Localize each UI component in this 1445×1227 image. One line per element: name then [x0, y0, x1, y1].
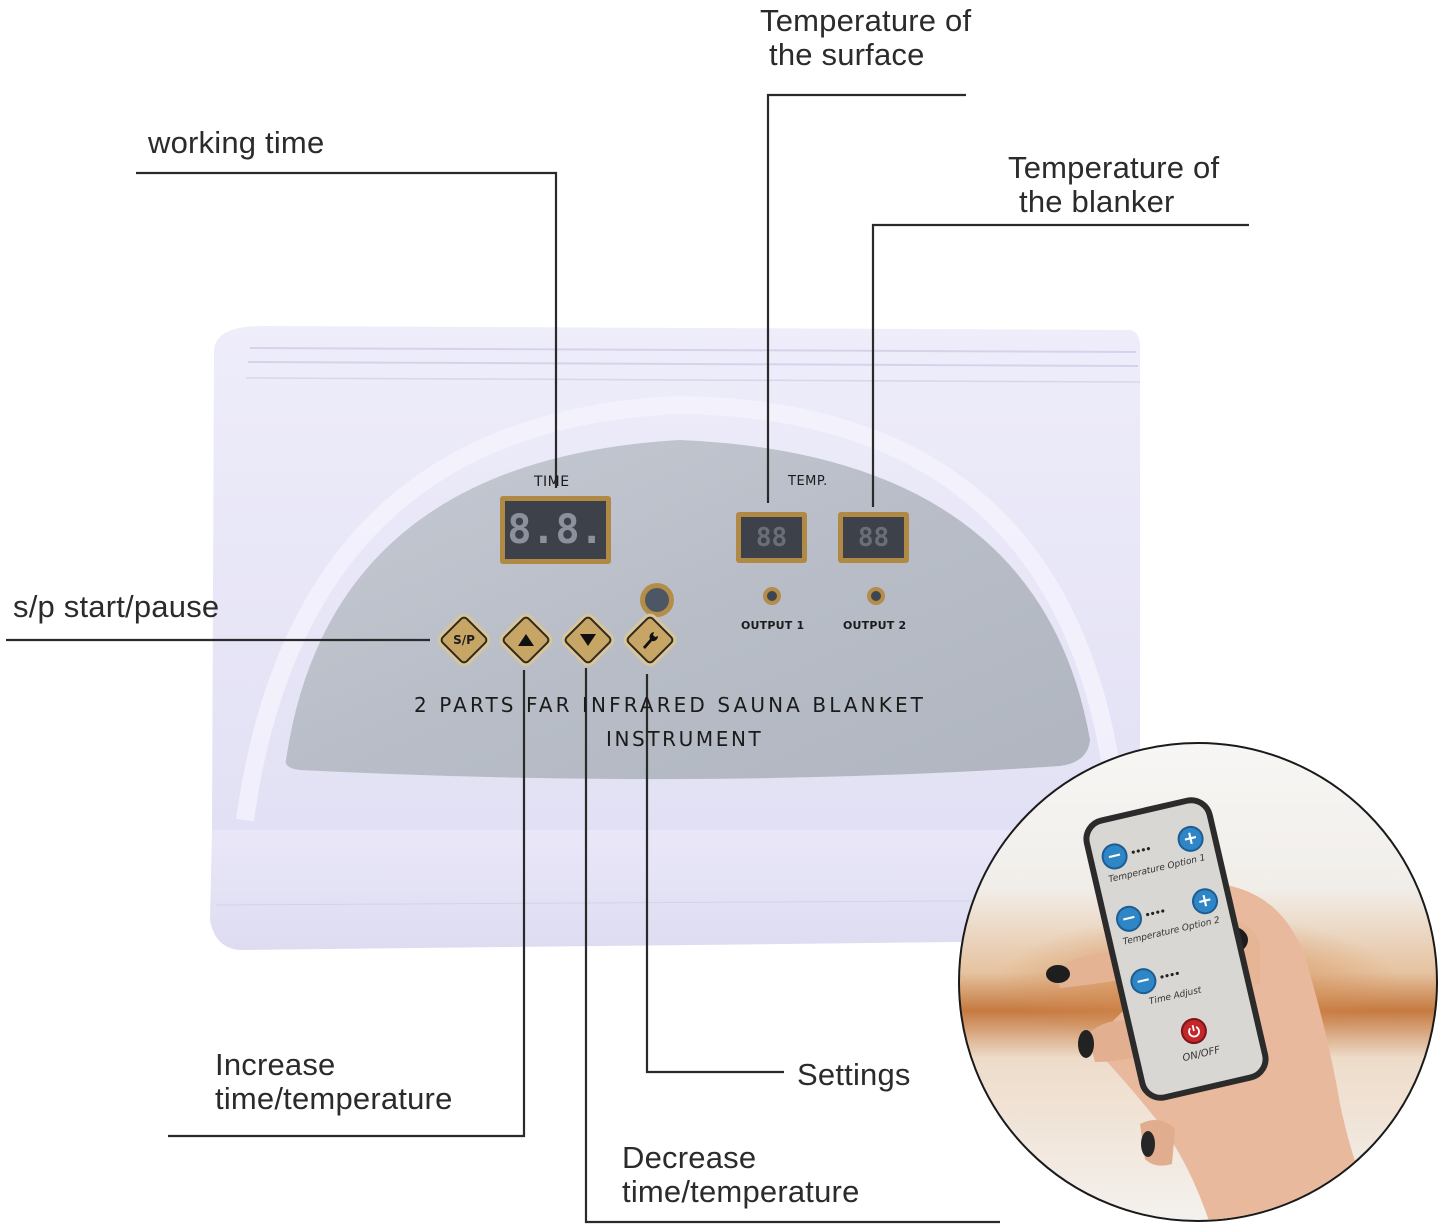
leader-increase	[168, 670, 526, 1138]
power-icon	[1188, 1025, 1200, 1038]
callout-decrease-line2: time/temperature	[622, 1174, 860, 1209]
callout-decrease-line1: Decrease	[622, 1140, 757, 1175]
leader-settings	[645, 674, 784, 1074]
callout-settings: Settings	[797, 1057, 911, 1092]
temp-option-1-minus-button[interactable]: −	[1099, 840, 1131, 873]
temp-option-2-dots: ••••	[1143, 903, 1168, 922]
decrease-button[interactable]	[562, 614, 614, 666]
settings-button[interactable]	[624, 614, 676, 666]
triangle-up-icon	[518, 634, 534, 646]
output-1-label: OUTPUT 1	[741, 619, 805, 632]
callout-working-time: working time	[148, 125, 325, 160]
device-front	[210, 830, 1140, 950]
product-name-line2: INSTRUMENT	[606, 727, 764, 751]
blanket-temp-display: 88	[838, 512, 909, 563]
start-pause-button-label: S/P	[453, 633, 475, 647]
temp-option-2-plus-button[interactable]: +	[1189, 885, 1221, 917]
leader-blanket-temp	[871, 223, 1249, 507]
temp-option-1-plus-button[interactable]: +	[1175, 823, 1207, 855]
output-2-label: OUTPUT 2	[843, 619, 907, 632]
callout-increase-line1: Increase	[215, 1047, 336, 1082]
increase-button[interactable]	[500, 614, 552, 666]
time-display: 8.8.	[500, 496, 611, 564]
leader-decrease	[584, 668, 1000, 1224]
product-name-line1: 2 PARTS FAR INFRARED SAUNA BLANKET	[414, 693, 927, 717]
remote-control: − •••• + Temperature Option 1 − •••• + T…	[1079, 792, 1273, 1106]
leader-lines	[6, 93, 1249, 1224]
temp-label: TEMP.	[788, 474, 828, 489]
callout-blanket-temp: Temperature of the blanker	[1008, 151, 1219, 219]
time-adjust-label: Time Adjust	[1148, 985, 1203, 1008]
callout-blanket-temp-line1: Temperature of	[1008, 150, 1220, 185]
wrench-icon	[643, 632, 659, 649]
remote-power-label: ON/OFF	[1181, 1044, 1222, 1065]
callout-start-pause: s/p start/pause	[13, 589, 220, 624]
leader-working-time	[136, 171, 558, 488]
remote-power-button[interactable]	[1178, 1015, 1210, 1047]
surface-temp-display: 88	[736, 512, 807, 563]
triangle-down-icon	[580, 634, 596, 646]
callout-surface-temp: Temperature of the surface	[760, 4, 971, 72]
callout-blanket-temp-line2: the blanker	[1019, 184, 1175, 219]
callout-surface-temp-line1: Temperature of	[760, 3, 972, 38]
remote-control-inset: − •••• + Temperature Option 1 − •••• + T…	[958, 742, 1438, 1222]
callout-surface-temp-line2: the surface	[769, 37, 925, 72]
callout-decrease: Decrease time/temperature	[622, 1141, 860, 1209]
time-label: TIME	[534, 474, 570, 490]
time-adjust-dots: ••••	[1158, 965, 1182, 985]
temp-option-2-minus-button[interactable]: −	[1113, 903, 1145, 935]
callout-increase-line2: time/temperature	[215, 1081, 453, 1116]
callout-increase: Increase time/temperature	[215, 1048, 453, 1116]
leader-surface-temp	[766, 93, 966, 503]
time-adjust-minus-button[interactable]: −	[1127, 965, 1159, 997]
temp-option-1-dots: ••••	[1129, 841, 1154, 860]
